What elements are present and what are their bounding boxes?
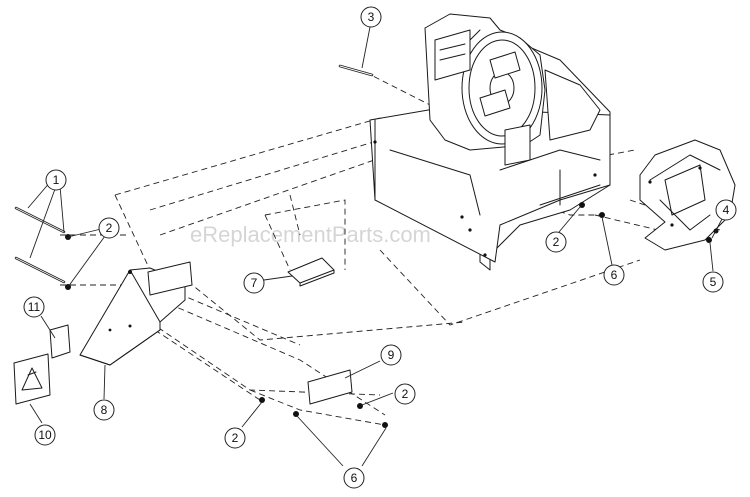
- callout-11: 11: [23, 296, 45, 318]
- svg-text:6: 6: [351, 471, 358, 485]
- bolts-part-1: [14, 206, 66, 284]
- svg-text:9: 9: [388, 348, 395, 362]
- callout-6: 6: [603, 264, 625, 286]
- svg-text:4: 4: [723, 203, 730, 217]
- callout-3: 3: [360, 6, 382, 28]
- svg-text:2: 2: [553, 235, 560, 249]
- svg-text:10: 10: [38, 428, 52, 442]
- svg-text:11: 11: [28, 300, 41, 314]
- callout-10: 10: [34, 424, 56, 446]
- fasteners: [65, 202, 719, 428]
- svg-text:8: 8: [101, 403, 108, 417]
- decal-part-9: [307, 369, 353, 405]
- svg-text:1: 1: [53, 173, 60, 187]
- callout-6: 6: [343, 467, 365, 489]
- side-bracket-part-8: [79, 261, 193, 366]
- callout-7: 7: [243, 272, 265, 294]
- svg-text:2: 2: [232, 431, 239, 445]
- callout-1: 1: [45, 169, 67, 191]
- pin-part-3: [338, 64, 374, 77]
- svg-text:2: 2: [106, 221, 113, 235]
- callout-2: 2: [545, 231, 567, 253]
- callout-2: 2: [224, 427, 246, 449]
- plate-part-7: [287, 257, 335, 287]
- callout-2: 2: [98, 217, 120, 239]
- svg-text:5: 5: [710, 275, 717, 289]
- callout-4: 4: [715, 199, 737, 221]
- callout-9: 9: [380, 344, 402, 366]
- svg-text:7: 7: [251, 276, 258, 290]
- svg-text:6: 6: [611, 268, 618, 282]
- leader-lines: [27, 26, 723, 467]
- main-housing-assembly: [369, 13, 611, 271]
- callout-5: 5: [702, 271, 724, 293]
- watermark-text: eReplacementParts.com: [190, 222, 431, 247]
- callout-2: 2: [394, 383, 416, 405]
- svg-text:3: 3: [368, 10, 375, 24]
- warning-label-part-10: [13, 353, 51, 405]
- label-part-11: [49, 324, 71, 359]
- callout-8: 8: [93, 399, 115, 421]
- svg-text:2: 2: [402, 387, 409, 401]
- side-cover-assembly: [639, 139, 736, 251]
